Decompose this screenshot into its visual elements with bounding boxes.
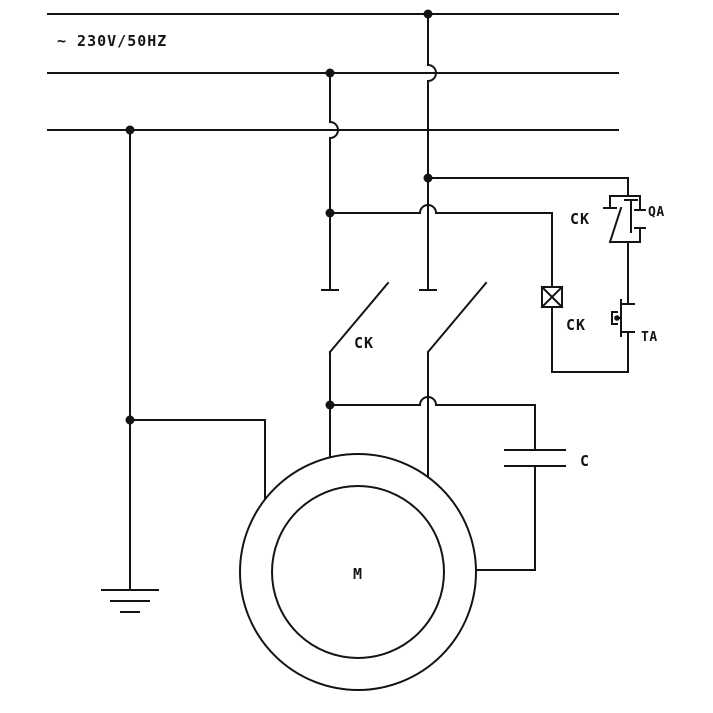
phase-wire-b-upper: [329, 72, 339, 291]
start-button-label: QA: [648, 205, 665, 220]
junction-dots: [125, 9, 433, 425]
stop-button-label: TA: [641, 330, 658, 345]
junction-dot: [125, 415, 135, 425]
aux-contact-label: CK: [570, 210, 590, 228]
motor-label: M: [353, 565, 363, 583]
coil-feed-wire: [551, 306, 629, 373]
labels: ~ 230V/50HZ CK CK QA TA CK C M: [57, 32, 665, 583]
coil-label: CK: [566, 316, 586, 334]
capacitor-label: C: [580, 452, 590, 470]
ground-symbol: [101, 589, 159, 613]
stop-button-actuator-dot: [614, 315, 620, 321]
phase-wire-a-upper: [427, 13, 437, 291]
junction-dot: [325, 400, 335, 410]
junction-dot: [325, 208, 335, 218]
coil-box-cross: [540, 285, 564, 309]
capacitor-branch-lower: [475, 465, 536, 571]
motor-outer-circle: [239, 453, 477, 691]
junction-dot: [325, 68, 335, 78]
capacitor-branch-upper: [329, 396, 536, 451]
main-circuit: [129, 13, 566, 591]
main-contacts-label: CK: [354, 334, 374, 352]
supply-voltage-label: ~ 230V/50HZ: [57, 32, 167, 50]
control-feed-wire: [427, 177, 629, 197]
junction-dot: [423, 9, 433, 19]
motor-left-branch: [129, 419, 266, 500]
ground-bars: [101, 589, 159, 613]
motor-inner-circle: [271, 485, 445, 659]
coil-return-wire: [329, 204, 553, 288]
start-button-symbol: [624, 195, 646, 243]
motor-symbol: [239, 453, 477, 691]
control-circuit: [329, 177, 646, 373]
aux-contact-symbol: [603, 195, 623, 244]
contact-b-blade: [328, 281, 390, 354]
junction-dot: [125, 125, 135, 135]
junction-dot: [423, 173, 433, 183]
contact-a-blade: [426, 281, 488, 354]
